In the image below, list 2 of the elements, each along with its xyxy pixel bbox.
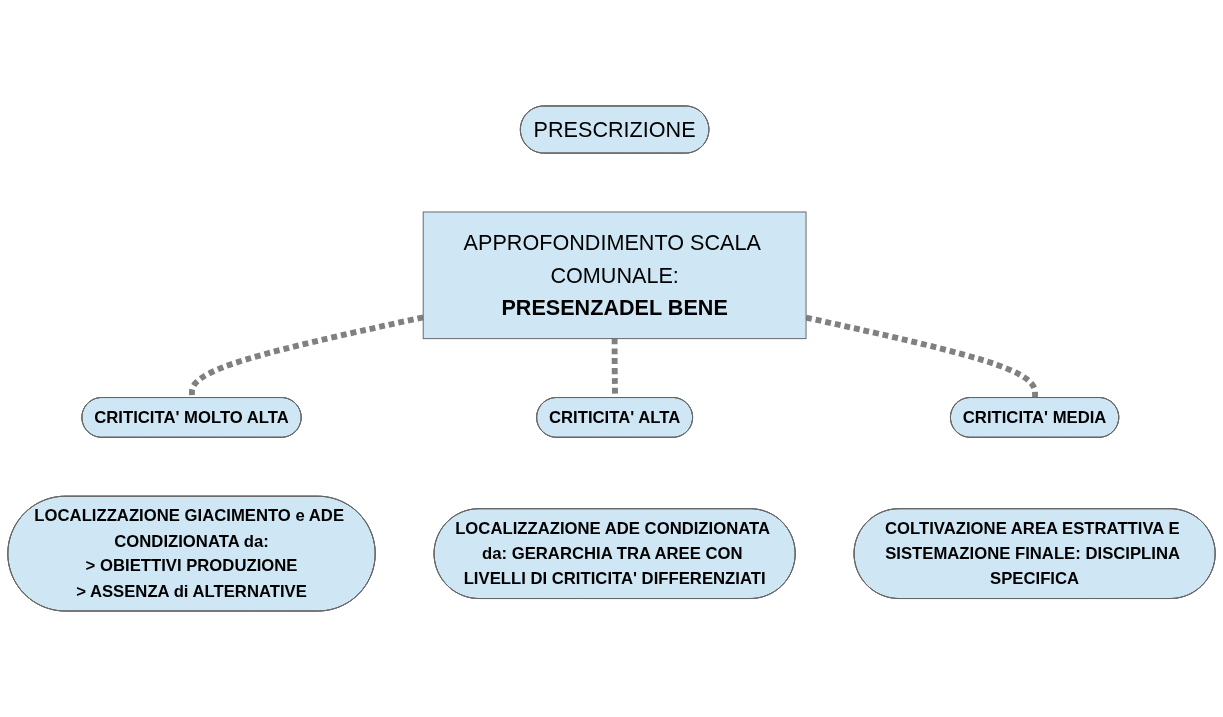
connector bbox=[805, 314, 1039, 399]
node-box: APPROFONDIMENTO SCALA COMUNALE: PRESENZADEL BENE bbox=[422, 211, 807, 340]
